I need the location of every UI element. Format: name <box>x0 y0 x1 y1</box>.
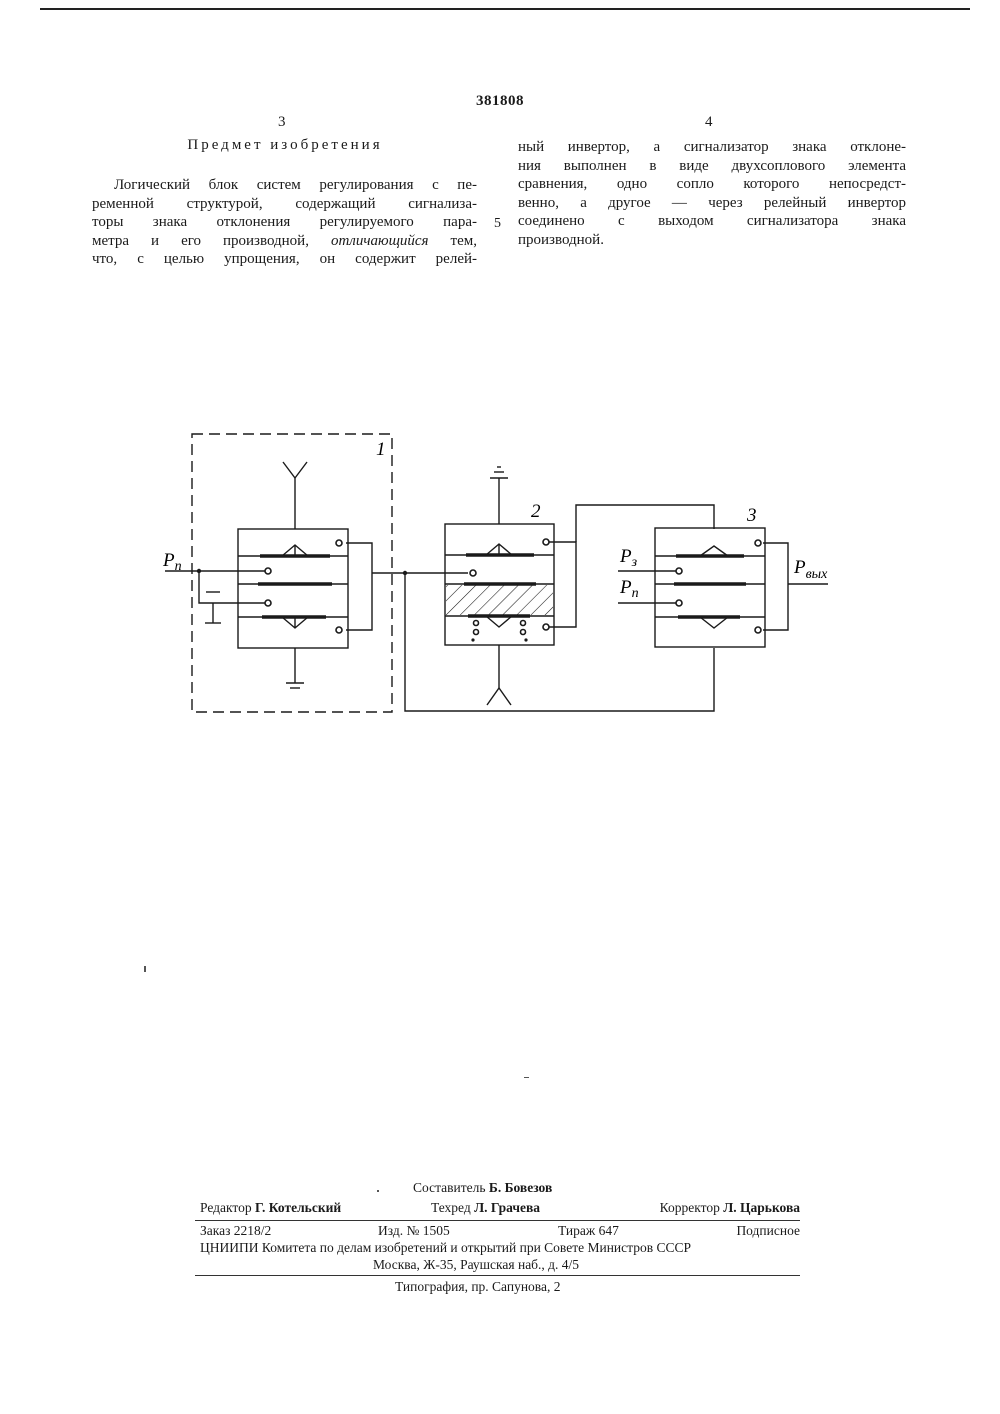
claim-line: ный инвертор, а сигнализатор знака откло… <box>518 138 906 157</box>
scan-speck <box>377 1190 379 1192</box>
address: Москва, Ж-35, Раушская наб., д. 4/5 <box>373 1257 579 1273</box>
claim-distinguishing-term: отличающийся <box>331 233 429 249</box>
top-rule <box>40 8 970 10</box>
input-pn-label: Pп <box>162 550 182 574</box>
claim-text-fragment: тем, <box>451 233 477 249</box>
imprint-org-row: ЦНИИПИ Комитета по делам изобретений и о… <box>195 1240 800 1257</box>
claim-line: сравнения, одно сопло которого непосредс… <box>518 175 906 194</box>
imprint-composer-row: Составитель Б. Бовезов <box>195 1180 800 1200</box>
corrector: Корректор Л. Царькова <box>660 1200 800 1216</box>
line-number-marker: 5 <box>494 216 501 232</box>
section-title: Предмет изобретения <box>95 137 475 154</box>
block-3-element <box>655 528 765 647</box>
claim-line: что, с целью упрощения, он содержит реле… <box>92 250 477 269</box>
block-2-label: 2 <box>531 501 541 522</box>
editor: Редактор Г. Котельский <box>200 1200 341 1216</box>
block-1-label: 1 <box>376 439 386 460</box>
scan-speck <box>524 1077 529 1078</box>
imprint: Составитель Б. Бовезов Редактор Г. Котел… <box>195 1180 800 1299</box>
printing-house: Типография, пр. Сапунова, 2 <box>395 1279 561 1295</box>
scan-speck <box>144 966 146 972</box>
imprint-rule-bottom <box>195 1275 800 1276</box>
output-pvyh-label: Pвых <box>793 557 828 582</box>
claim-text-fragment: метра и его производной, <box>92 233 309 249</box>
claim-line: ния выполнен в виде двухсоплового элемен… <box>518 157 906 176</box>
claim-line: производной. <box>518 231 906 250</box>
claim-line: метра и его производной, отличающийся те… <box>92 232 477 251</box>
imprint-editors-row: Редактор Г. Котельский Техред Л. Грачева… <box>195 1200 800 1220</box>
claim-line: соединено с выходом сигнализатора знака <box>518 212 906 231</box>
imprint-address-row: Москва, Ж-35, Раушская наб., д. 4/5 <box>195 1257 800 1275</box>
input-pn-label-3: Pп <box>619 577 639 601</box>
imprint-printing-row: Типография, пр. Сапунова, 2 <box>195 1279 800 1299</box>
block-3-label: 3 <box>746 505 757 526</box>
composer: Составитель Б. Бовезов <box>413 1180 552 1196</box>
subscription: Подписное <box>736 1223 800 1239</box>
claim-line: Логический блок систем регулирования с п… <box>92 176 477 195</box>
schematic-diagram: 1 2 3 Pп Pз Pп Pвых <box>150 425 850 725</box>
techred: Техред Л. Грачева <box>431 1200 540 1216</box>
page-number-left: 3 <box>278 114 286 131</box>
input-pz-label: Pз <box>619 546 638 570</box>
block-2-hatching <box>446 585 553 615</box>
organization: ЦНИИПИ Комитета по делам изобретений и о… <box>200 1240 691 1256</box>
claim-line: торы знака отклонения регулируемого пара… <box>92 213 477 232</box>
claim-column-left: Логический блок систем регулирования с п… <box>92 176 477 269</box>
imprint-rule-top <box>195 1220 800 1221</box>
claim-column-right: ный инвертор, а сигнализатор знака откло… <box>518 138 906 250</box>
circulation: Тираж 647 <box>558 1223 619 1239</box>
block-1-boundary <box>192 434 392 712</box>
claim-line: ременной структурой, содержащий сигнализ… <box>92 195 477 214</box>
claim-line: венно, а другое — через релейный инверто… <box>518 194 906 213</box>
patent-number: 381808 <box>0 93 1000 110</box>
edition-number: Изд. № 1505 <box>378 1223 450 1239</box>
order-number: Заказ 2218/2 <box>200 1223 271 1239</box>
imprint-order-row: Заказ 2218/2 Изд. № 1505 Тираж 647 Подпи… <box>195 1223 800 1240</box>
page-number-right: 4 <box>705 114 713 131</box>
